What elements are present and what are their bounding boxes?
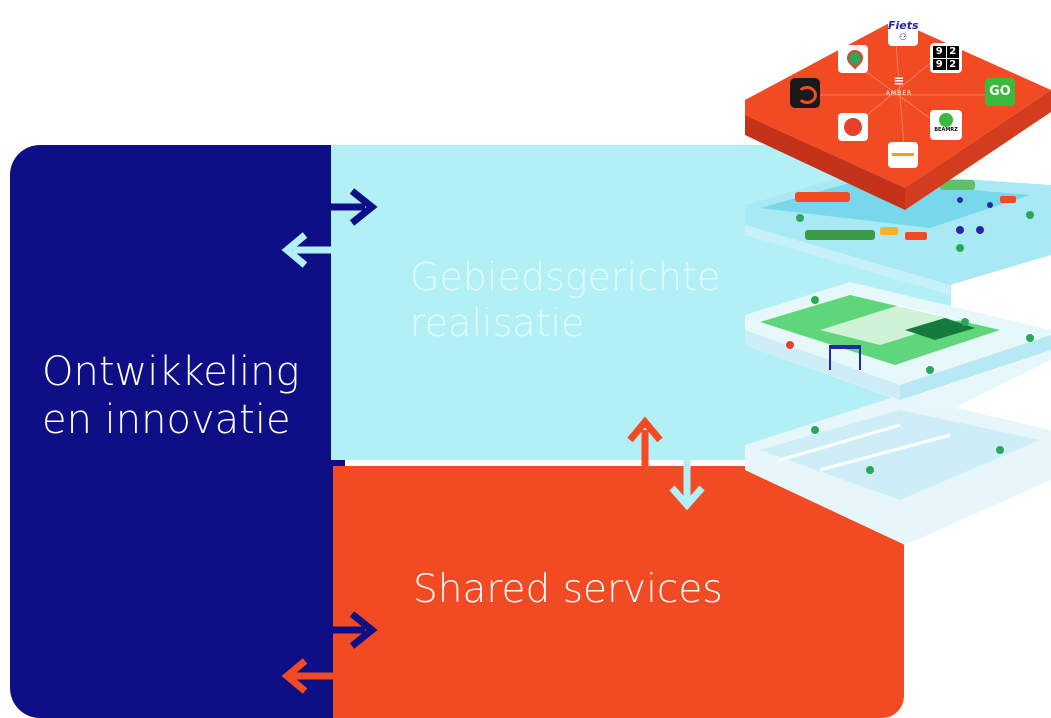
app-platform — [745, 20, 1051, 210]
hand-app-icon — [838, 113, 868, 141]
ontwikkeling-label: Ontwikkeling en innovatie — [42, 349, 300, 443]
arrow-left-top — [281, 232, 334, 268]
swirl-app-icon — [790, 78, 820, 108]
digit-3: 9 — [933, 58, 946, 70]
beamrz-app-icon: BEAMRZ — [930, 110, 962, 140]
digit-1: 9 — [933, 46, 946, 58]
arrow-right-top — [330, 188, 378, 226]
amber-app-icon: ≡AMBER — [880, 74, 918, 106]
gebiedsgericht-label: Gebiedsgerichte realisatie — [410, 255, 721, 345]
ontwikkeling-block — [10, 145, 345, 718]
arrow-left-bottom — [281, 658, 334, 694]
maps-app-icon — [838, 45, 868, 73]
go-app-icon: GO — [985, 78, 1015, 106]
digit-2: 2 — [946, 46, 959, 58]
amber-app-label: AMBER — [885, 90, 913, 97]
digit-4: 2 — [946, 58, 959, 70]
shared-services-block — [333, 466, 904, 718]
fiets-app-icon: Fiets⚇ — [888, 18, 919, 46]
arrow-down-area-shared — [669, 458, 705, 511]
arrow-right-bottom — [330, 611, 378, 649]
road-layer — [745, 282, 1051, 415]
beamrz-app-label: BEAMRZ — [934, 127, 958, 133]
arrow-up-shared-area — [627, 416, 663, 470]
fiets-app-label: Fiets — [888, 19, 919, 32]
digits-app-icon: 9 2 9 2 — [930, 43, 962, 73]
shared-services-label: Shared services — [413, 567, 723, 612]
base-layer — [745, 395, 1051, 545]
mobility-app-icon — [888, 142, 918, 168]
